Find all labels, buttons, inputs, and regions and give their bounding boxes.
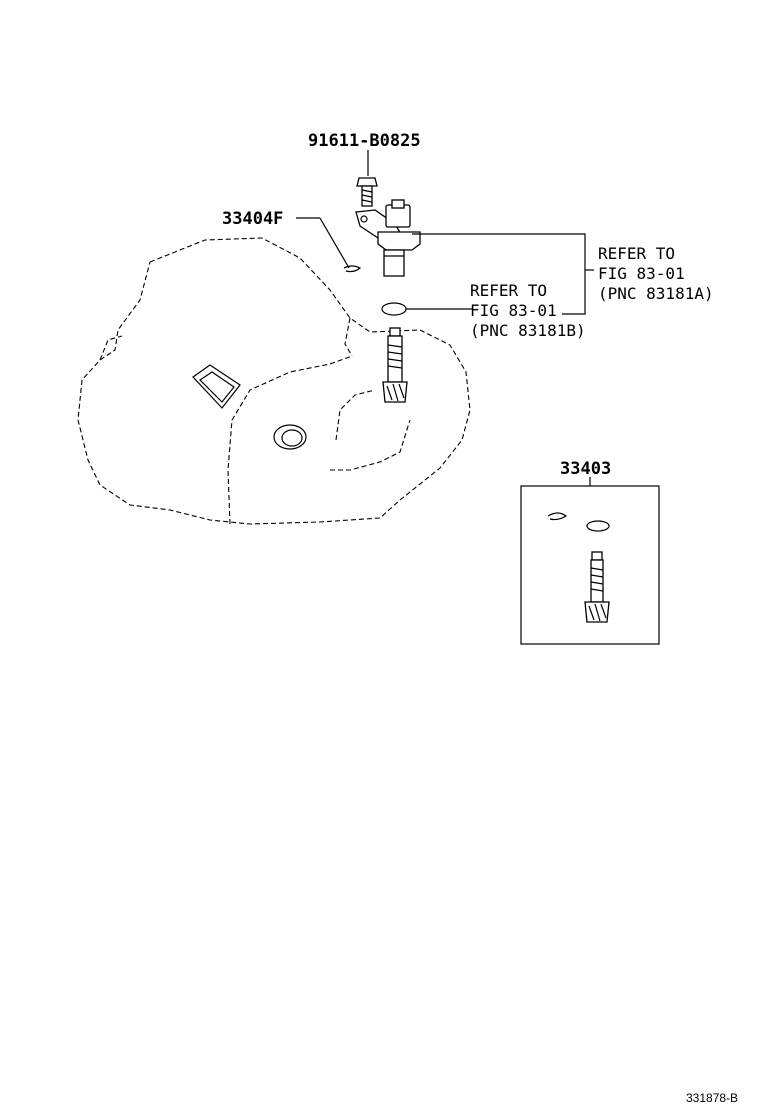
kit-o-ring (586, 520, 610, 532)
housing-window (192, 364, 241, 409)
bolt-part (356, 177, 378, 207)
kit-clip (547, 512, 568, 521)
ref-b-line2: FIG 83-01 (470, 301, 557, 320)
ref-a-line1: REFER TO (598, 244, 675, 263)
clip-part-number: 33404F (222, 209, 283, 229)
speed-sensor-part (355, 199, 421, 277)
ref-b-line1: REFER TO (470, 281, 547, 300)
transmission-housing (77, 237, 471, 525)
housing-boss (273, 424, 307, 450)
driven-gear-part (382, 327, 408, 403)
leader-lines (296, 150, 594, 486)
bolt-part-number: 91611-B0825 (308, 131, 421, 151)
diagram-reference-number: 331878-B (686, 1091, 738, 1105)
kit-driven-gear (584, 551, 610, 623)
clip-part (343, 265, 362, 273)
kit-box (520, 485, 660, 645)
ref-a-line2: FIG 83-01 (598, 264, 685, 283)
ref-b-line3: (PNC 83181B) (470, 321, 586, 340)
o-ring-part (381, 302, 407, 316)
ref-a-line3: (PNC 83181A) (598, 284, 714, 303)
kit-part-number: 33403 (560, 459, 611, 479)
